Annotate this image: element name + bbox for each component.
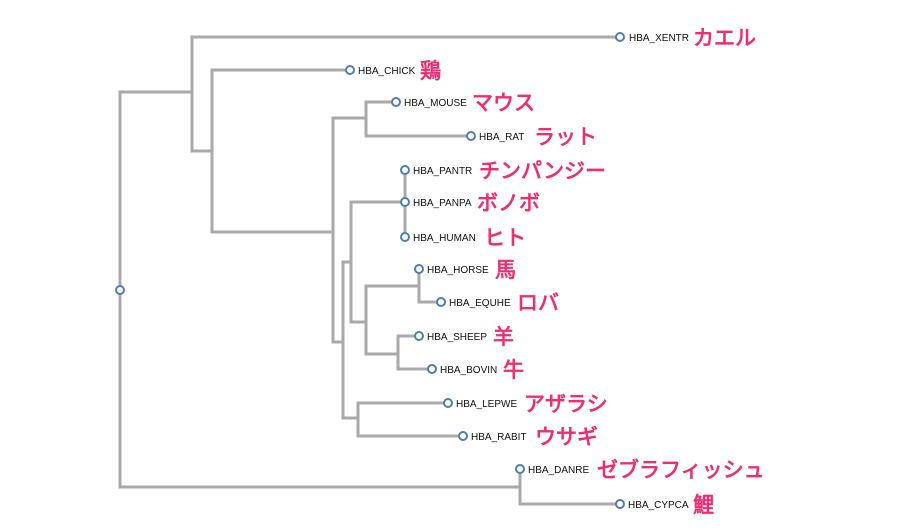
common-name-label: アザラシ xyxy=(524,392,608,416)
leaf-node-marker xyxy=(391,97,401,107)
leaf-xentr: HBA_XENTR カエル xyxy=(615,26,756,50)
leaf-mouse: HBA_MOUSE マウス xyxy=(391,91,535,115)
leaf-pantr: HBA_PANTR チンパンジー xyxy=(400,159,606,183)
leaf-node-marker xyxy=(515,464,525,474)
common-name-label: ロバ xyxy=(517,291,559,315)
leaf-label: HBA_SHEEP xyxy=(427,332,487,343)
common-name-label: チンパンジー xyxy=(479,159,606,183)
leaf-label: HBA_DANRE xyxy=(528,465,589,476)
leaf-node-marker xyxy=(443,398,453,408)
leaf-node-marker xyxy=(400,232,410,242)
leaf-node-marker xyxy=(427,364,437,374)
leaf-chick: HBA_CHICK 鶏 xyxy=(345,59,441,83)
leaf-label: HBA_PANPA xyxy=(413,198,472,209)
common-name-label: ウサギ xyxy=(535,425,598,449)
leaf-label: HBA_CHICK xyxy=(358,66,416,77)
leaf-sheep: HBA_SHEEP 羊 xyxy=(414,325,514,349)
leaf-rat: HBA_RAT ラット xyxy=(466,125,597,149)
common-name-label: 馬 xyxy=(495,258,516,282)
common-name-label: 鯉 xyxy=(693,493,714,517)
leaf-node-marker xyxy=(414,331,424,341)
common-name-label: 牛 xyxy=(503,358,524,382)
leaf-label: HBA_EQUHE xyxy=(449,298,511,309)
common-name-label: 羊 xyxy=(493,325,514,349)
leaf-equhe: HBA_EQUHE ロバ xyxy=(436,291,559,315)
leaf-label: HBA_RAT xyxy=(479,132,524,143)
leaf-node-marker xyxy=(436,297,446,307)
leaf-panpa: HBA_PANPA ボノボ xyxy=(400,191,540,215)
leaf-label: HBA_HORSE xyxy=(427,265,489,276)
leaf-label: HBA_LEPWE xyxy=(456,399,517,410)
leaf-label: HBA_HUMAN xyxy=(413,233,476,244)
leaf-label: HBA_BOVIN xyxy=(440,365,497,376)
leaf-label: HBA_XENTR xyxy=(629,33,689,44)
leaf-node-marker xyxy=(458,431,468,441)
leaf-label: HBA_CYPCA xyxy=(628,500,689,511)
leaf-node-marker xyxy=(615,499,625,509)
leaf-lepwe: HBA_LEPWE アザラシ xyxy=(443,392,608,416)
common-name-label: ボノボ xyxy=(477,191,540,215)
leaf-node-marker xyxy=(615,32,625,42)
leaf-node-marker xyxy=(466,131,476,141)
leaf-horse: HBA_HORSE 馬 xyxy=(414,258,516,282)
leaf-node-marker xyxy=(345,65,355,75)
common-name-label: 鶏 xyxy=(420,59,441,83)
common-name-label: ラット xyxy=(534,125,597,149)
leaf-label: HBA_PANTR xyxy=(413,166,472,177)
leaf-cypca: HBA_CYPCA 鯉 xyxy=(615,493,714,517)
leaf-label: HBA_RABIT xyxy=(471,432,527,443)
root-node xyxy=(115,285,125,295)
leaf-node-marker xyxy=(400,197,410,207)
common-name-label: カエル xyxy=(693,26,756,50)
leaf-bovin: HBA_BOVIN 牛 xyxy=(427,358,524,382)
leaf-rabit: HBA_RABIT ウサギ xyxy=(458,425,598,449)
leaf-node-marker xyxy=(414,264,424,274)
leaf-node-marker xyxy=(400,165,410,175)
common-name-label: マウス xyxy=(472,91,535,115)
leaf-label: HBA_MOUSE xyxy=(404,98,467,109)
leaf-human: HBA_HUMAN ヒト xyxy=(400,226,526,250)
common-name-label: ヒト xyxy=(484,226,526,250)
common-name-label: ゼブラフィッシュ xyxy=(597,458,765,482)
leaf-danre: HBA_DANRE ゼブラフィッシュ xyxy=(515,458,765,482)
